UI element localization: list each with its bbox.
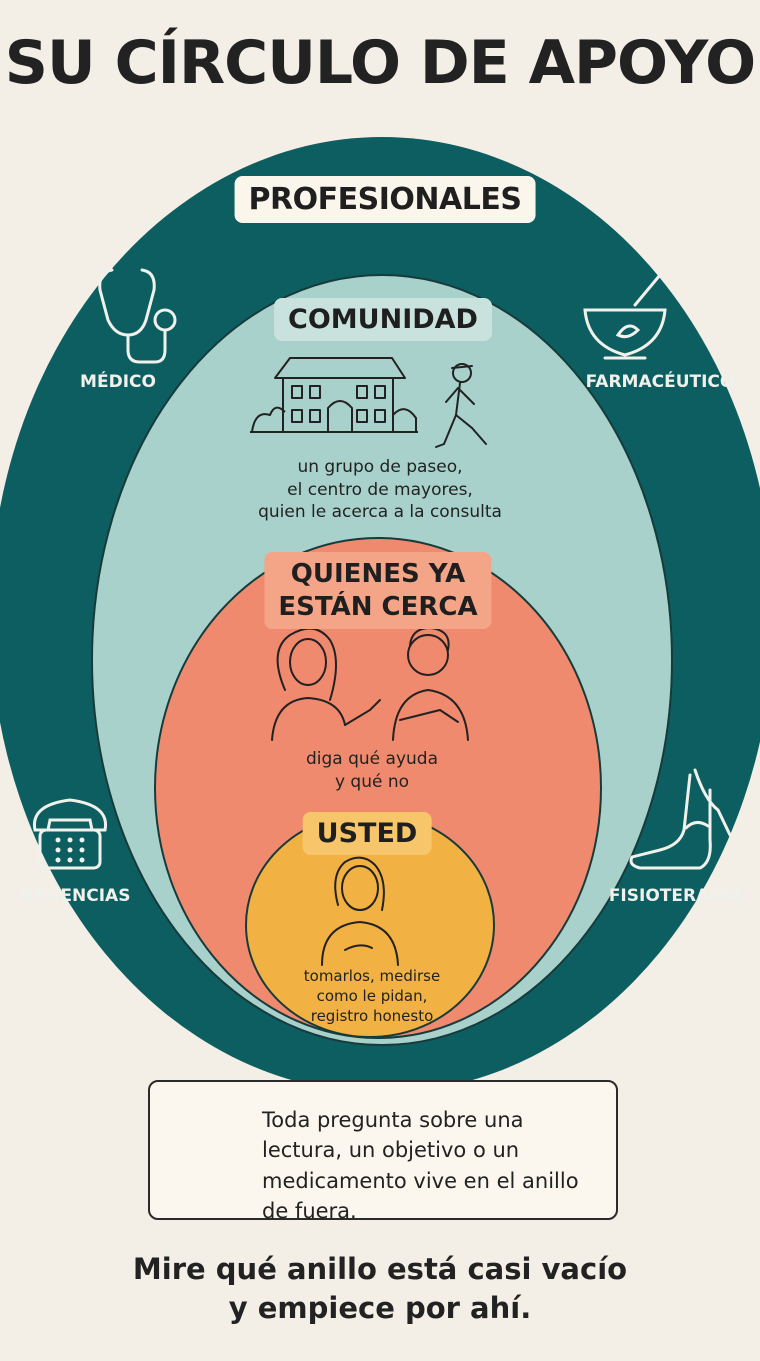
ring-label-usted: USTED [302,812,432,855]
ring-label-cerca: QUIENES YA ESTÁN CERCA [264,552,492,629]
footer-message: Mire qué anillo está casi vacío y empiec… [132,1252,628,1326]
ring-label-comunidad: COMUNIDAD [274,298,492,341]
two-people-talking-icon [271,626,469,741]
professional-label-medico: MÉDICO [80,372,156,392]
professional-label-urgencias: URGENCIAS [19,886,131,906]
page-title: SU CÍRCULO DE APOYO [4,28,756,98]
caption-usted: tomarlos, medirse como le pidan, registr… [303,967,441,1025]
ring-label-cerca-line2: ESTÁN CERCA [278,591,478,622]
community-center-icon [250,357,418,433]
stethoscope-icon [98,268,177,364]
ring-label-cerca-line1: QUIENES YA [290,559,466,589]
caption-comunidad: un grupo de paseo, el centro de mayores,… [258,457,502,523]
caption-cerca: diga qué ayuda y qué no [305,749,439,792]
walking-person-icon [435,363,487,448]
note-box [148,1080,618,1220]
foot-therapy-icon [629,768,732,870]
professional-label-farmaceutico: FARMACÉUTICO [585,372,735,392]
professional-label-fisioterapia: FISIOTERAPIA [608,886,742,906]
telephone-icon [32,798,108,870]
mortar-pestle-icon [583,273,667,360]
note-text: Toda pregunta sobre una lectura, un obje… [262,1108,579,1224]
person-hand-on-heart-icon [321,856,399,966]
ring-label-profesionales: PROFESIONALES [234,176,536,223]
